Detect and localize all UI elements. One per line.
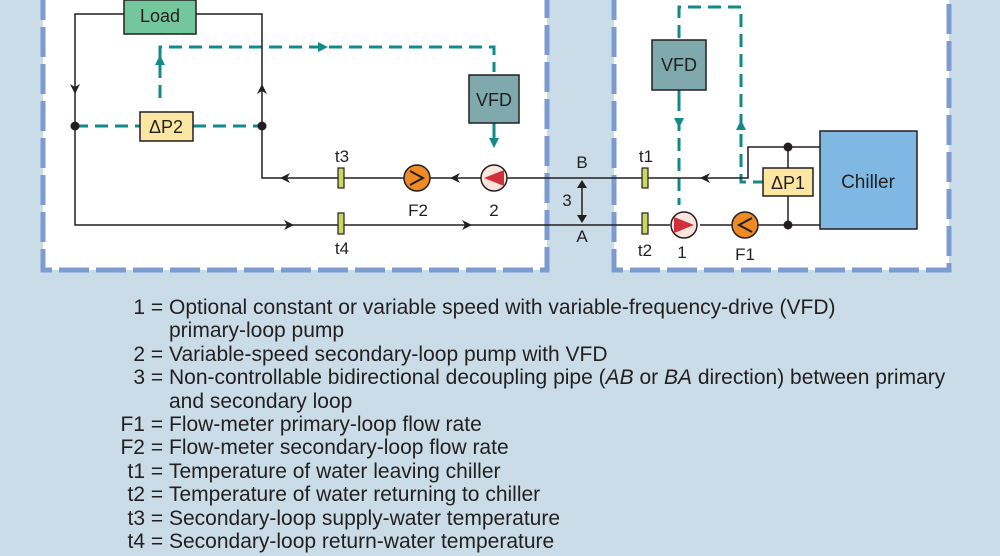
load-label: Load xyxy=(140,6,180,26)
vfd-left-label: VFD xyxy=(476,90,512,110)
label-f1: F1 xyxy=(735,245,755,264)
legend: 1 = Optional constant or variable speed … xyxy=(80,296,945,553)
legend-item: 2 = Variable-speed secondary-loop pump w… xyxy=(80,343,945,366)
legend-eq: = xyxy=(150,366,164,390)
label-t3: t3 xyxy=(335,147,349,166)
legend-item: t2 = Temperature of water returning to c… xyxy=(80,483,945,506)
label-pump-1: 1 xyxy=(677,243,686,262)
legend-desc: Secondary-loop return-water temperature xyxy=(169,530,555,554)
temperature-sensors xyxy=(337,167,649,235)
sensor-t2 xyxy=(641,212,649,235)
sensor-t1 xyxy=(641,167,649,189)
legend-item: t3 = Secondary-loop supply-water tempera… xyxy=(80,507,945,530)
control-arrows xyxy=(155,42,746,148)
legend-desc: Secondary-loop supply-water temperature xyxy=(169,506,561,530)
legend-item: t4 = Secondary-loop return-water tempera… xyxy=(80,530,945,553)
legend-desc: Flow-meter primary-loop flow rate xyxy=(169,413,482,437)
secondary-loop-panel xyxy=(40,0,550,273)
vfd-left-box: VFD xyxy=(468,74,520,124)
legend-desc: Flow-meter secondary-loop flow rate xyxy=(169,436,509,460)
label-t4: t4 xyxy=(335,239,349,258)
legend-eq: = xyxy=(150,342,164,366)
legend-key: F1 xyxy=(120,413,145,437)
chiller-label: Chiller xyxy=(841,172,896,193)
legend-key: t4 xyxy=(127,530,145,554)
dp2-label: ΔP2 xyxy=(149,117,183,137)
chiller-box: Chiller xyxy=(819,130,918,230)
pump-1 xyxy=(670,211,698,239)
legend-key: 3 xyxy=(133,366,145,390)
control-signal-lines xyxy=(75,5,763,205)
pump-2 xyxy=(480,164,508,192)
sensor-t4 xyxy=(337,212,345,235)
legend-item: F2 = Flow-meter secondary-loop flow rate xyxy=(80,436,945,459)
label-pump-2: 2 xyxy=(489,201,498,220)
legend-desc: Variable-speed secondary-loop pump with … xyxy=(169,342,608,366)
load-box: Load xyxy=(123,0,197,35)
vfd-right-label: VFD xyxy=(661,55,697,75)
legend-desc: Temperature of water returning to chille… xyxy=(169,483,541,507)
legend-desc-cont: and secondary loop xyxy=(169,389,353,413)
flow-meter-f1 xyxy=(731,211,759,239)
label-pipe-3: 3 xyxy=(562,191,571,210)
legend-desc: Temperature of water leaving chiller xyxy=(169,459,501,483)
legend-desc: Non-controllable bidirectional decouplin… xyxy=(169,366,946,390)
legend-key: 1 xyxy=(133,296,145,319)
legend-eq: = xyxy=(150,413,164,437)
legend-key: 2 xyxy=(133,342,145,366)
vfd-right-box: VFD xyxy=(651,39,707,91)
legend-desc: Optional constant or variable speed with… xyxy=(169,296,836,319)
legend-eq: = xyxy=(150,436,164,460)
legend-key: t1 xyxy=(127,459,145,483)
flow-arrows xyxy=(70,84,710,230)
label-a: A xyxy=(576,227,588,246)
legend-eq: = xyxy=(150,296,164,319)
label-b: B xyxy=(576,153,587,172)
legend-eq: = xyxy=(150,459,164,483)
dp2-box: ΔP2 xyxy=(139,111,194,142)
label-t1: t1 xyxy=(639,147,653,166)
legend-item: F1 = Flow-meter primary-loop flow rate xyxy=(80,413,945,436)
legend-eq: = xyxy=(150,530,164,554)
legend-desc-cont: primary-loop pump xyxy=(169,319,345,343)
legend-item: t1 = Temperature of water leaving chille… xyxy=(80,460,945,483)
legend-item: 3 = Non-controllable bidirectional decou… xyxy=(80,366,945,389)
label-t2: t2 xyxy=(638,241,652,260)
legend-eq: = xyxy=(150,506,164,530)
legend-key: F2 xyxy=(120,436,145,460)
legend-item: 1 = Optional constant or variable speed … xyxy=(80,296,945,319)
flow-meter-f2 xyxy=(403,164,431,192)
legend-eq: = xyxy=(150,483,164,507)
dp1-label: ΔP1 xyxy=(771,173,805,193)
label-f2: F2 xyxy=(408,201,428,220)
system-diagram: Load VFD VFD ΔP2 ΔP1 Chiller xyxy=(40,0,952,273)
legend-key: t2 xyxy=(127,483,145,507)
legend-key: t3 xyxy=(127,506,145,530)
dp1-box: ΔP1 xyxy=(762,167,814,197)
junction-dots xyxy=(70,121,793,230)
sensor-t3 xyxy=(337,167,345,189)
